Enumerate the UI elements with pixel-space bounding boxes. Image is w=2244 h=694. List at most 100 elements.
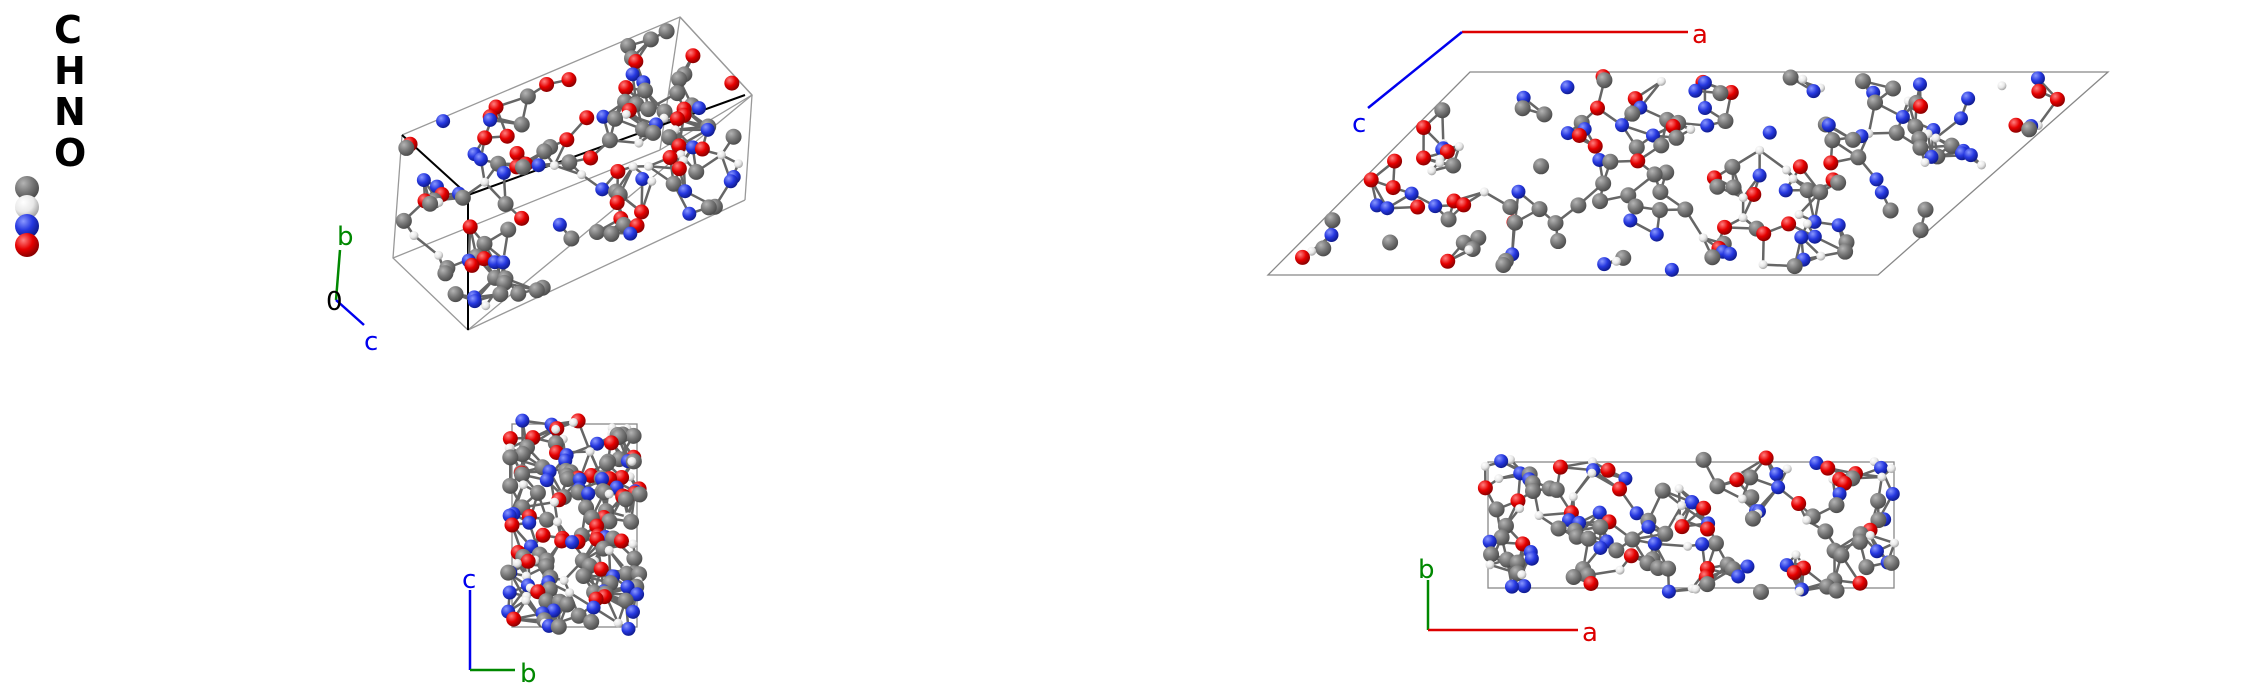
- atom: [1882, 202, 1899, 219]
- atom: [671, 138, 687, 154]
- atom: [447, 286, 464, 303]
- atom: [1802, 219, 1812, 229]
- atom: [1589, 100, 1605, 116]
- atom: [645, 124, 662, 141]
- atom: [521, 571, 531, 581]
- atom: [1656, 76, 1666, 86]
- atom: [700, 122, 715, 137]
- atom: [1611, 256, 1621, 266]
- atom: [620, 38, 637, 55]
- atom: [1870, 492, 1887, 509]
- legend-sphere-nitrogen: [15, 214, 39, 238]
- atom: [531, 158, 546, 173]
- atom: [1511, 184, 1526, 199]
- atom: [647, 176, 657, 186]
- atom: [618, 80, 634, 96]
- atom: [1786, 565, 1802, 581]
- atom: [1547, 215, 1564, 232]
- atoms-along-a: [500, 413, 648, 636]
- atom: [1907, 118, 1924, 135]
- atom: [1524, 483, 1541, 500]
- atom: [1629, 506, 1644, 521]
- atom: [575, 567, 592, 584]
- atom: [1828, 497, 1845, 514]
- atom: [539, 473, 554, 488]
- atom: [1568, 528, 1585, 545]
- atom: [620, 579, 635, 594]
- atom: [662, 150, 678, 166]
- atom: [1482, 534, 1497, 549]
- atom: [1552, 459, 1568, 475]
- bond: [1758, 149, 1788, 171]
- atom: [1943, 137, 1960, 154]
- atom: [623, 226, 638, 241]
- atom: [1533, 158, 1550, 175]
- atom: [625, 604, 640, 619]
- atom: [1677, 201, 1694, 218]
- atom: [1560, 80, 1575, 95]
- atom: [1592, 505, 1607, 520]
- legend-sphere-hydrogen: [15, 195, 39, 219]
- atom: [1816, 251, 1826, 261]
- atom: [621, 109, 631, 119]
- atom: [551, 424, 561, 434]
- atom: [603, 435, 619, 451]
- atom: [1464, 245, 1474, 255]
- atom: [1752, 583, 1769, 600]
- atom: [561, 154, 578, 171]
- atom: [1683, 541, 1693, 551]
- atom: [1583, 575, 1599, 591]
- bonds: [1301, 76, 2059, 268]
- atom: [464, 257, 480, 273]
- atom: [595, 182, 610, 197]
- atom: [570, 607, 587, 624]
- atom: [1531, 201, 1548, 218]
- atom: [1762, 125, 1777, 140]
- atom: [1548, 481, 1565, 498]
- atom: [1913, 98, 1929, 114]
- axis-c-line: [1367, 31, 1463, 109]
- atom: [496, 255, 511, 270]
- atom: [1791, 496, 1807, 512]
- atom: [502, 477, 519, 494]
- atom: [1752, 168, 1767, 183]
- atom: [631, 486, 648, 503]
- atom: [1410, 199, 1426, 215]
- atom: [669, 85, 686, 102]
- atom: [476, 251, 492, 267]
- atom: [644, 161, 654, 171]
- atom: [1851, 533, 1868, 550]
- atom: [1756, 226, 1772, 242]
- atom: [628, 54, 644, 70]
- atom: [642, 31, 659, 48]
- atom: [477, 130, 493, 146]
- atom: [1534, 511, 1544, 521]
- atom: [1740, 559, 1755, 574]
- atom: [1440, 211, 1457, 228]
- atom: [583, 613, 600, 630]
- atom: [1837, 475, 1853, 491]
- atom: [1850, 149, 1867, 166]
- atom: [1792, 159, 1808, 175]
- axis-b-label: b: [337, 222, 354, 252]
- atom: [669, 111, 685, 127]
- atom: [1456, 197, 1472, 213]
- axis-c-label: c: [1352, 109, 1366, 139]
- atom: [1798, 74, 1808, 84]
- atom: [1668, 129, 1685, 146]
- atom: [1515, 504, 1525, 514]
- atom: [500, 221, 517, 238]
- atom: [1445, 157, 1462, 174]
- atom: [554, 533, 570, 549]
- atom: [1817, 523, 1834, 540]
- atom: [436, 114, 451, 129]
- atom: [1737, 494, 1747, 504]
- atom: [395, 212, 412, 229]
- atom: [678, 184, 693, 199]
- atom: [1654, 482, 1671, 499]
- atom: [1550, 520, 1567, 537]
- atom: [1524, 551, 1539, 566]
- atom: [1440, 253, 1456, 269]
- atom: [1712, 85, 1729, 102]
- legend-sphere-carbon: [15, 176, 39, 200]
